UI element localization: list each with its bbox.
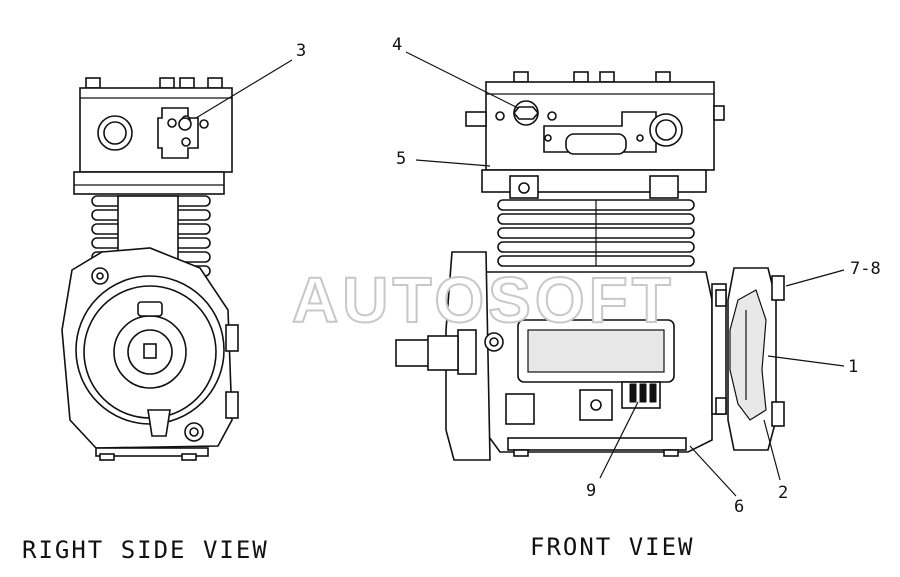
watermark: AUTOSOFT: [292, 264, 675, 336]
callout-6: 6: [734, 497, 744, 517]
callout-3: 3: [296, 41, 306, 61]
callout-4: 4: [392, 35, 402, 55]
mounting-flange-assembly: [711, 267, 785, 451]
right-side-view-drawing: [61, 77, 239, 461]
leader-lines: [195, 51, 845, 497]
callout-9: 9: [586, 481, 596, 501]
callout-7-8: 7-8: [850, 259, 881, 279]
right-side-view-caption: RIGHT SIDE VIEW: [22, 536, 269, 564]
callout-1: 1: [848, 357, 858, 377]
cylinder-fins-front: [497, 199, 695, 267]
callout-5: 5: [396, 149, 406, 169]
front-view-caption: FRONT VIEW: [530, 533, 695, 561]
front-view-drawing: [395, 71, 785, 461]
callout-2: 2: [778, 483, 788, 503]
